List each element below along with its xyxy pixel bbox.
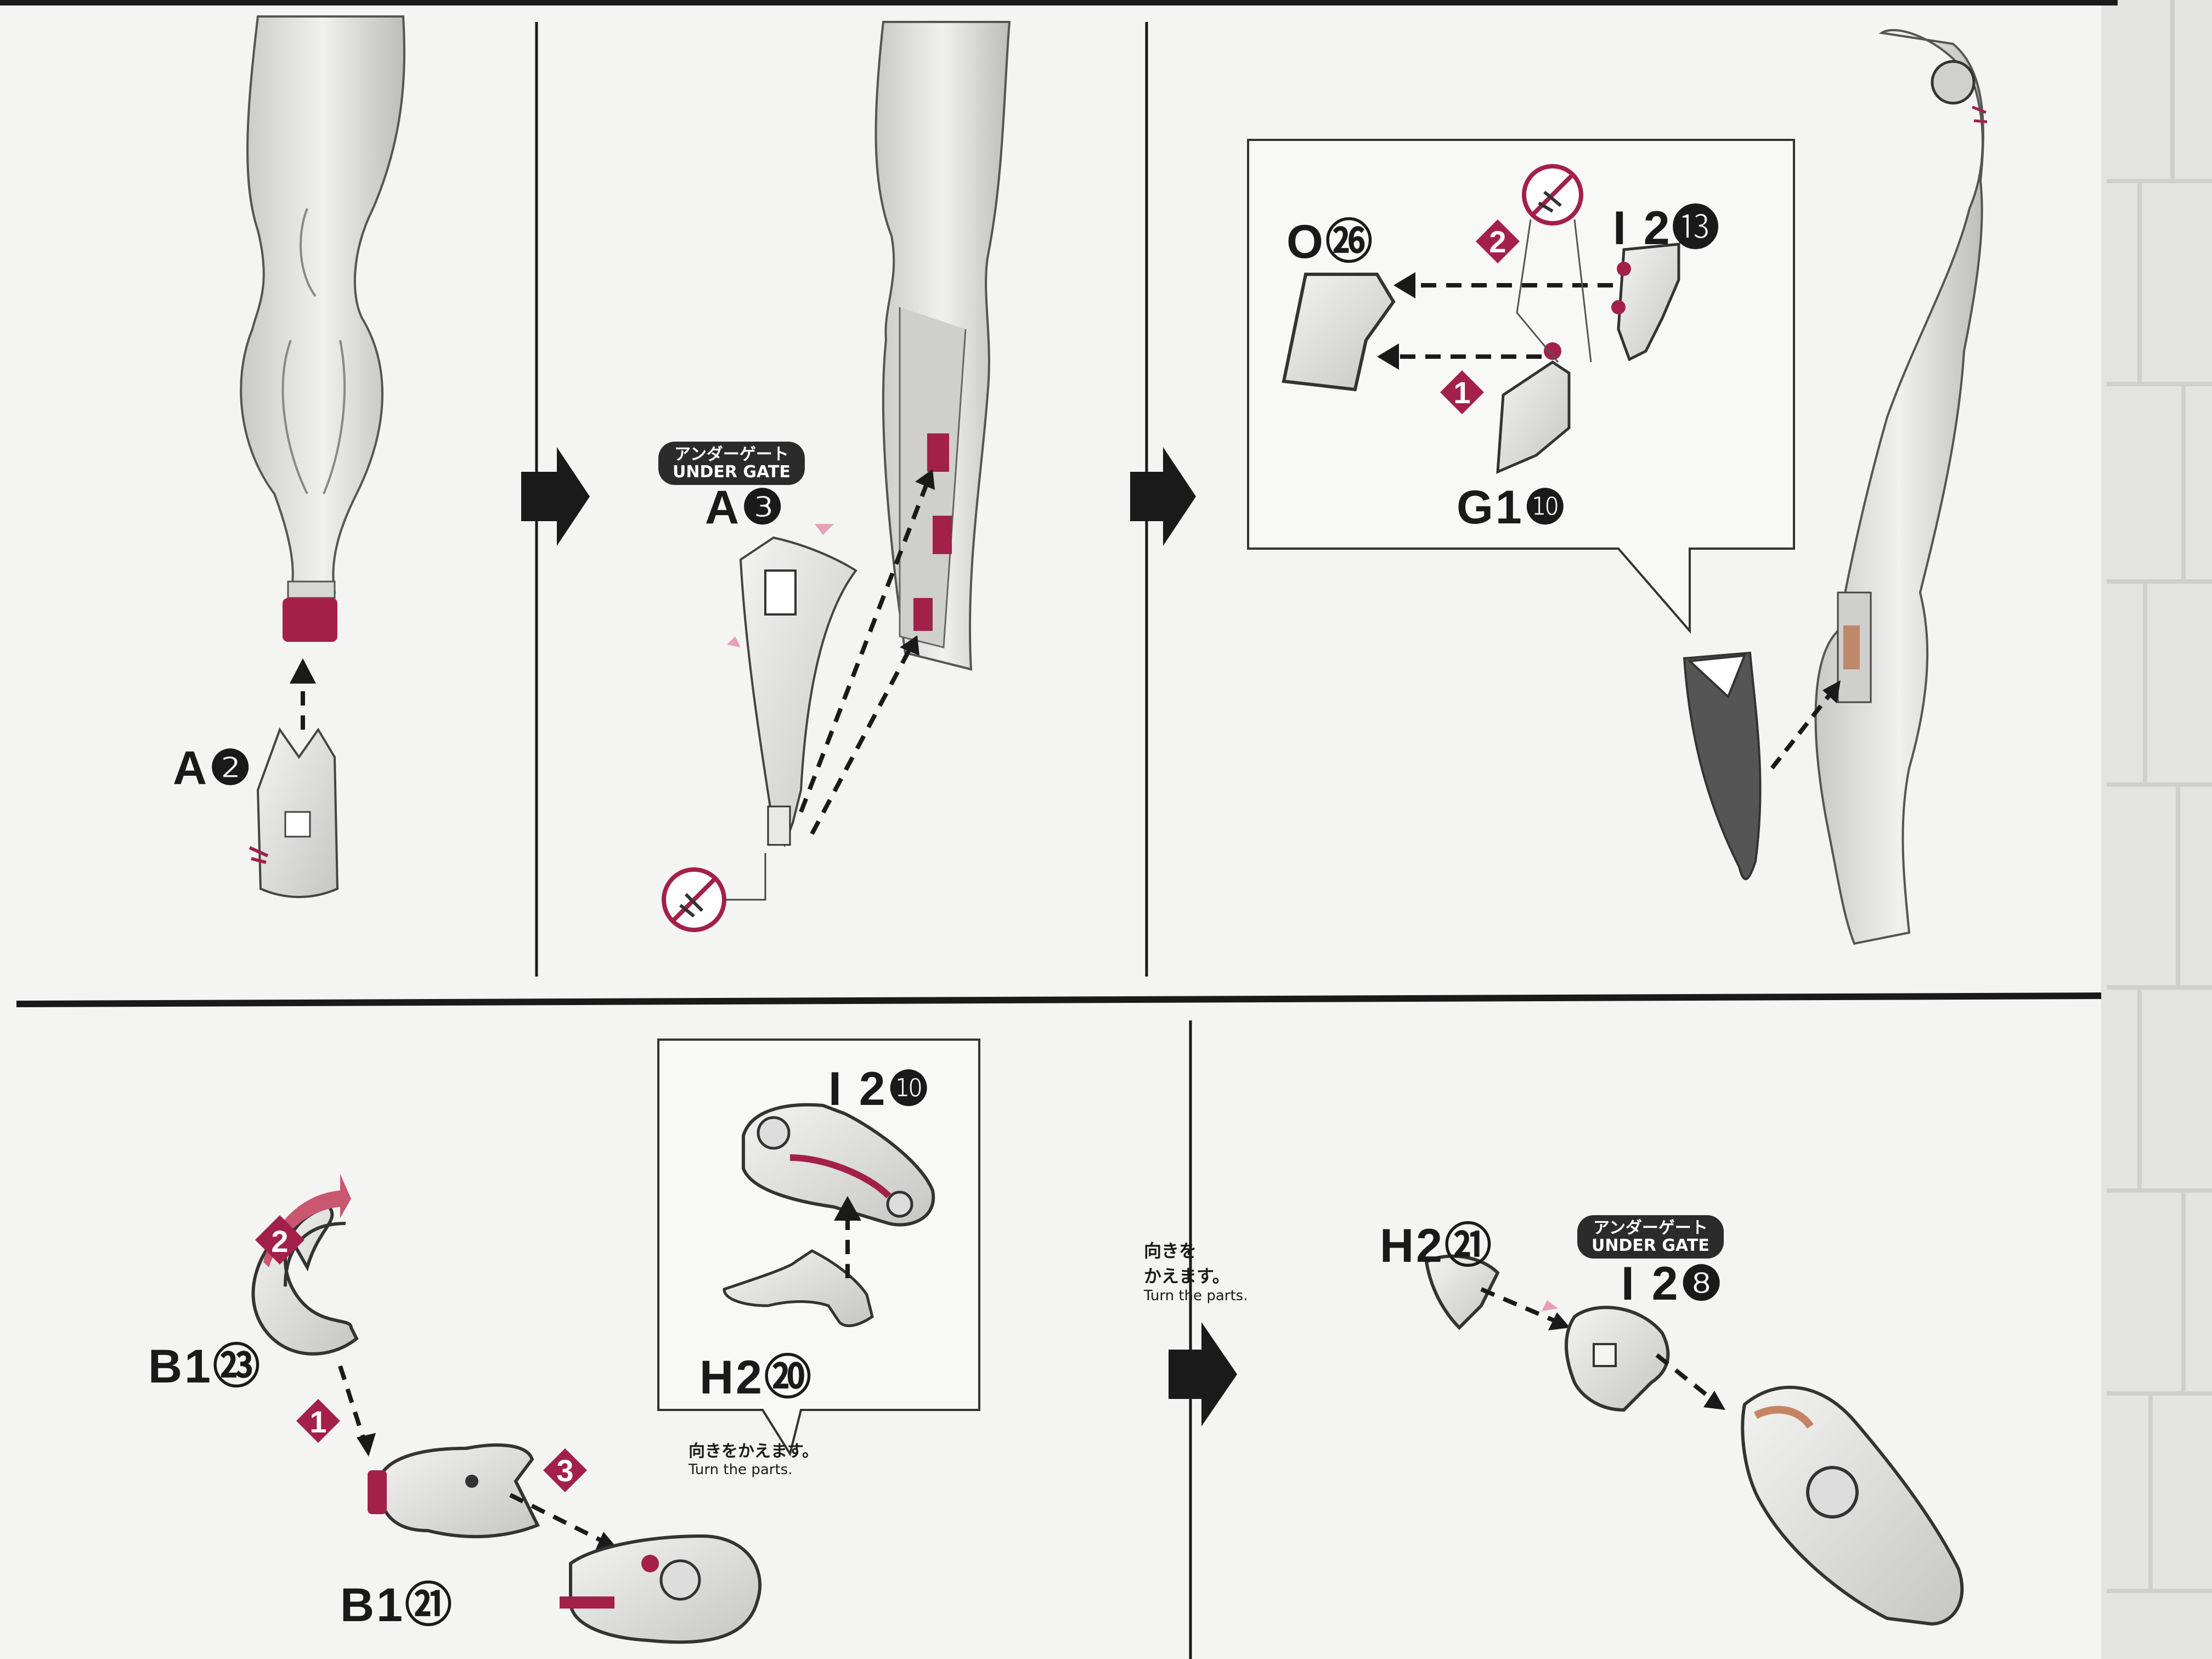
under-gate-jp: アンダーゲート xyxy=(674,445,789,464)
step1-leg-illustration xyxy=(240,15,405,898)
part-label-h2-20: H2⑳ xyxy=(699,1351,814,1404)
turn-parts-en: Turn the parts. xyxy=(1144,1288,1248,1304)
turn-parts-jp-line2: かえます。 xyxy=(1144,1266,1230,1286)
next-step-arrow-icon xyxy=(1130,447,1196,546)
order-diamond-icon xyxy=(1476,219,1520,263)
step2-leg-illustration xyxy=(662,21,1011,932)
next-step-arrow-icon xyxy=(1169,1322,1237,1426)
part-label-b1-23: B1㉓ xyxy=(148,1340,262,1393)
under-gate-en: UNDER GATE xyxy=(673,462,791,482)
part-label-i2-13: I 2⓭ xyxy=(1613,202,1722,255)
next-step-arrow-icon xyxy=(521,447,590,546)
under-gate-badge: アンダーゲート UNDER GATE xyxy=(658,442,805,485)
step3-leg-illustration xyxy=(1683,29,1988,945)
part-label-b1-21: B1㉑ xyxy=(340,1579,454,1632)
turn-parts-jp-line1: 向きを xyxy=(1144,1240,1197,1261)
brick-wall-background xyxy=(2101,0,2212,1659)
order-number-2: 2 xyxy=(1489,224,1506,259)
part-label-a3: A❸ xyxy=(705,481,786,534)
turn-parts-jp: 向きをかえます。 xyxy=(689,1442,819,1461)
part-label-i2-10: I 2❿ xyxy=(828,1063,932,1115)
part-label-o26: O㉖ xyxy=(1286,216,1375,268)
part-label-i2-8: I 2❽ xyxy=(1621,1257,1725,1310)
order-number-1: 1 xyxy=(1453,375,1470,410)
part-label-h2-21: H2㉑ xyxy=(1380,1220,1494,1272)
under-gate-badge: アンダーゲート UNDER GATE xyxy=(1577,1215,1724,1259)
order-number-2: 2 xyxy=(271,1224,288,1259)
turn-parts-note-step5: 向きを かえます。 Turn the parts. xyxy=(1144,1237,1248,1304)
order-number-3: 3 xyxy=(556,1453,573,1488)
order-diamond-icon xyxy=(1440,370,1484,414)
step4-callout xyxy=(657,1039,980,1457)
step5-illustration xyxy=(1424,1254,1964,1626)
turn-parts-en: Turn the parts. xyxy=(689,1462,793,1478)
order-number-1: 1 xyxy=(309,1404,326,1439)
part-label-a2: A❷ xyxy=(173,742,254,794)
step4-illustration: 2 1 3 xyxy=(251,1174,761,1644)
under-gate-en: UNDER GATE xyxy=(1592,1235,1709,1255)
step3-callout: 2 1 xyxy=(1247,139,1795,634)
turn-parts-note: 向きをかえます。 Turn the parts. xyxy=(689,1437,819,1478)
under-gate-jp: アンダーゲート xyxy=(1593,1218,1708,1238)
part-label-g1-10: G1❿ xyxy=(1457,481,1568,534)
